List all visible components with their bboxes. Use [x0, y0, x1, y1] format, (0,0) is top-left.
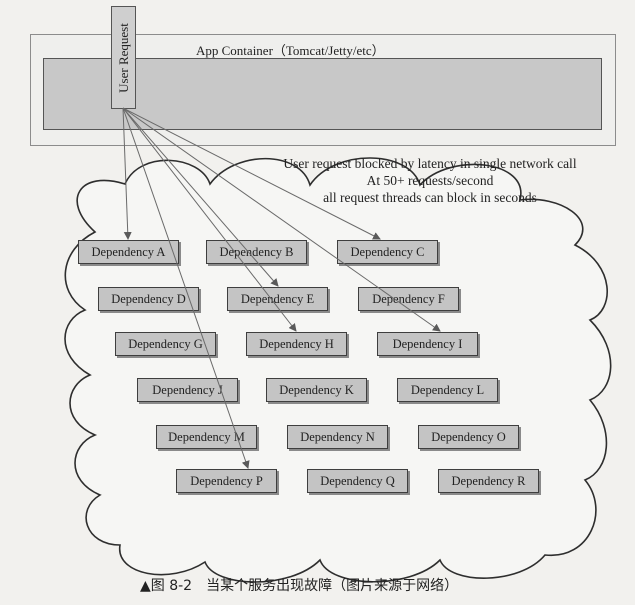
dependency-m: Dependency M: [156, 425, 257, 449]
dependency-c: Dependency C: [337, 240, 438, 264]
dependency-l: Dependency L: [397, 378, 498, 402]
blocked-annotation: User request blocked by latency in singl…: [280, 155, 580, 206]
app-container-title: App Container（Tomcat/Jetty/etc）: [196, 43, 385, 58]
figure-caption: ▲图 8-2 当某个服务出现故障（图片来源于网络）: [140, 578, 459, 594]
dependency-g: Dependency G: [115, 332, 216, 356]
dependency-j: Dependency J: [137, 378, 238, 402]
blocked-line-2: At 50+ requests/second: [366, 173, 494, 188]
blocked-line-1: User request blocked by latency in singl…: [283, 156, 577, 171]
dependency-n: Dependency N: [287, 425, 388, 449]
blocked-line-3: all request threads can block in seconds: [323, 190, 537, 205]
dependency-b: Dependency B: [206, 240, 307, 264]
dependency-o: Dependency O: [418, 425, 519, 449]
user-request-box: User Request: [111, 6, 136, 109]
user-request-label: User Request: [115, 22, 131, 93]
dependency-i: Dependency I: [377, 332, 478, 356]
dependency-h: Dependency H: [246, 332, 347, 356]
dependency-d: Dependency D: [98, 287, 199, 311]
dependency-p: Dependency P: [176, 469, 277, 493]
dependency-k: Dependency K: [266, 378, 367, 402]
dependency-r: Dependency R: [438, 469, 539, 493]
dependency-a: Dependency A: [78, 240, 179, 264]
dependency-e: Dependency E: [227, 287, 328, 311]
dependency-q: Dependency Q: [307, 469, 408, 493]
dependency-f: Dependency F: [358, 287, 459, 311]
